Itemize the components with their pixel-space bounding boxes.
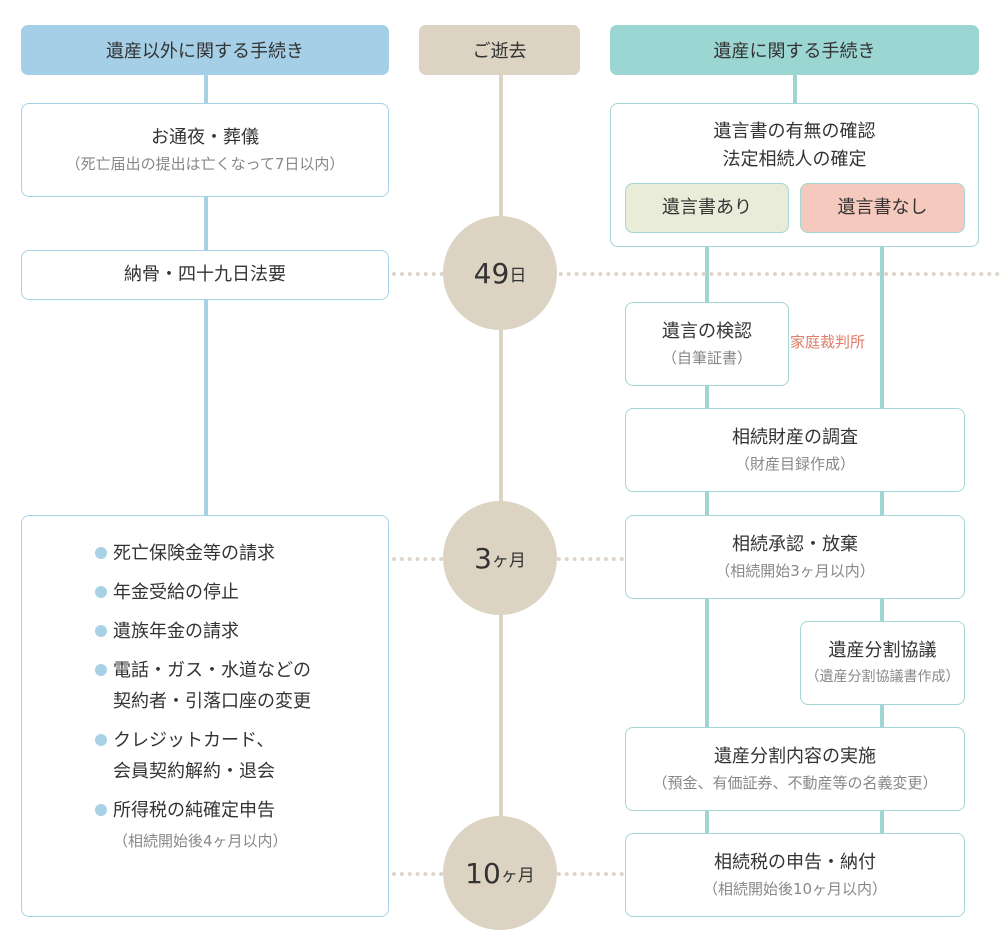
will-exists-box: 遺言書あり bbox=[625, 183, 789, 233]
probate-title: 遺言の検認 bbox=[662, 321, 752, 342]
list-item-note: （相続開始後4ヶ月以内） bbox=[113, 832, 288, 850]
funeral-note: （死亡届出の提出は亡くなって7日以内） bbox=[65, 155, 345, 173]
bullet-icon bbox=[95, 625, 107, 637]
left-header-label: 遺産以外に関する手続き bbox=[106, 41, 304, 62]
bullet-icon bbox=[95, 734, 107, 746]
list-item-text: 遺族年金の請求 bbox=[113, 621, 239, 642]
milestone-number: 10 bbox=[465, 856, 501, 890]
list-item-text: 死亡保険金等の請求 bbox=[113, 543, 275, 564]
funeral-title: お通夜・葬儀 bbox=[151, 127, 259, 148]
dotted-guide-49 bbox=[392, 272, 1000, 276]
bullet-icon bbox=[95, 586, 107, 598]
list-item-text: 電話・ガス・水道などの bbox=[113, 660, 311, 681]
list-item-text: 年金受給の停止 bbox=[113, 582, 239, 603]
list-item: 死亡保険金等の請求 bbox=[95, 538, 311, 569]
bullet-icon bbox=[95, 547, 107, 559]
milestone-number: 49 bbox=[473, 256, 510, 290]
accept-renounce-note: （相続開始3ヶ月以内） bbox=[715, 562, 875, 580]
list-item: クレジットカード、会員契約解約・退会 bbox=[95, 725, 311, 787]
right-top-connector-line bbox=[793, 74, 797, 106]
inheritance-tax-title: 相続税の申告・納付 bbox=[714, 852, 876, 873]
division-discussion-box: 遺産分割協議 （遺産分割協議書作成） bbox=[800, 621, 965, 705]
division-implement-box: 遺産分割内容の実施 （預金、有価証券、不動産等の名義変更） bbox=[625, 727, 965, 811]
no-will-label: 遺言書なし bbox=[837, 197, 928, 218]
will-confirm-line2: 法定相続人の確定 bbox=[722, 149, 867, 170]
funeral-box: お通夜・葬儀 （死亡届出の提出は亡くなって7日以内） bbox=[21, 103, 389, 197]
accept-renounce-box: 相続承認・放棄 （相続開始3ヶ月以内） bbox=[625, 515, 965, 599]
division-discussion-note: （遺産分割協議書作成） bbox=[805, 669, 960, 685]
bullet-icon bbox=[95, 804, 107, 816]
probate-box: 遺言の検認 （自筆証書） bbox=[625, 302, 789, 386]
milestone-number: 3 bbox=[474, 541, 492, 575]
probate-note: （自筆証書） bbox=[661, 349, 752, 367]
center-header: ご逝去 bbox=[419, 25, 580, 75]
list-item-text: 会員契約解約・退会 bbox=[113, 761, 275, 782]
list-item: 所得税の純確定申告 （相続開始後4ヶ月以内） bbox=[95, 795, 311, 857]
list-item-text: クレジットカード、 bbox=[113, 730, 275, 751]
asset-survey-title: 相続財産の調査 bbox=[732, 427, 858, 448]
right-header: 遺産に関する手続き bbox=[610, 25, 979, 75]
asset-survey-box: 相続財産の調査 （財産目録作成） bbox=[625, 408, 965, 492]
no-will-box: 遺言書なし bbox=[800, 183, 965, 233]
right-header-label: 遺産に関する手続き bbox=[713, 41, 876, 62]
milestone-unit: 日 bbox=[509, 265, 527, 286]
asset-survey-note: （財産目録作成） bbox=[734, 455, 855, 473]
timeline-line bbox=[499, 74, 503, 874]
other-procedures-list: 死亡保険金等の請求 年金受給の停止 遺族年金の請求 電話・ガス・水道などの契約者… bbox=[95, 538, 311, 865]
inheritance-tax-note: （相続開始後10ヶ月以内） bbox=[702, 880, 888, 898]
division-discussion-title: 遺産分割協議 bbox=[828, 640, 937, 661]
milestone-unit: ヶ月 bbox=[500, 865, 535, 886]
accept-renounce-title: 相続承認・放棄 bbox=[732, 534, 858, 555]
memorial-box: 納骨・四十九日法要 bbox=[21, 250, 389, 300]
center-header-label: ご逝去 bbox=[472, 41, 527, 62]
will-confirm-line1: 遺言書の有無の確認 bbox=[713, 121, 876, 142]
milestone-unit: ヶ月 bbox=[491, 550, 526, 571]
division-implement-note: （預金、有価証券、不動産等の名義変更） bbox=[652, 774, 938, 792]
list-item-text: 契約者・引落口座の変更 bbox=[113, 691, 311, 712]
list-item-text: 所得税の純確定申告 bbox=[113, 800, 275, 821]
list-item: 遺族年金の請求 bbox=[95, 616, 311, 647]
memorial-title: 納骨・四十九日法要 bbox=[124, 264, 286, 285]
inheritance-tax-box: 相続税の申告・納付 （相続開始後10ヶ月以内） bbox=[625, 833, 965, 917]
bullet-icon bbox=[95, 664, 107, 676]
division-implement-title: 遺産分割内容の実施 bbox=[714, 746, 876, 767]
will-exists-label: 遺言書あり bbox=[662, 197, 752, 218]
list-item: 電話・ガス・水道などの契約者・引落口座の変更 bbox=[95, 655, 311, 717]
left-header: 遺産以外に関する手続き bbox=[21, 25, 389, 75]
family-court-label: 家庭裁判所 bbox=[790, 333, 866, 351]
other-procedures-box bbox=[21, 515, 389, 917]
list-item: 年金受給の停止 bbox=[95, 577, 311, 608]
